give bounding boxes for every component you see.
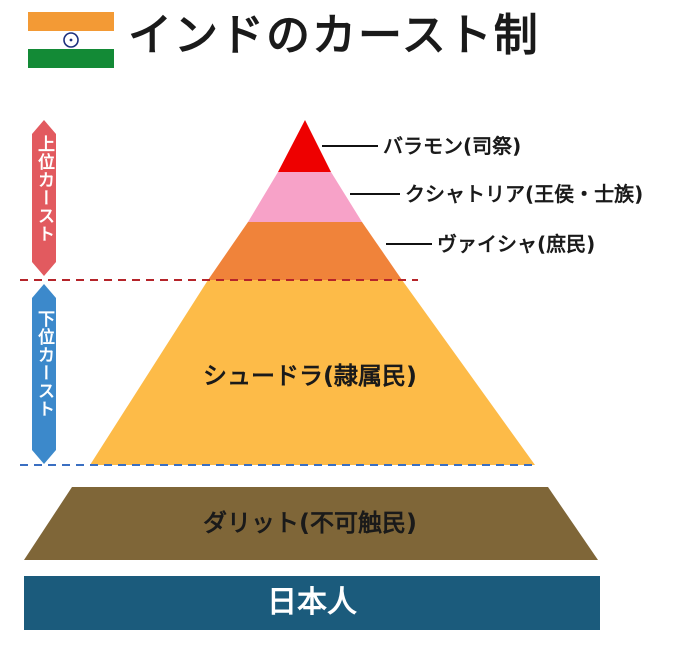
pyramid-tier-vaishya xyxy=(208,222,402,280)
japanese-bar: 日本人 xyxy=(24,576,600,630)
pyramid-tier-kshatriya xyxy=(248,172,362,222)
pyramid-tier-shudra xyxy=(90,280,535,465)
lower-caste-label: 下位カースト xyxy=(34,310,54,418)
level-label-kshatriya: クシャトリア(王侯・士族) xyxy=(405,182,644,206)
page-title: インドのカースト制 xyxy=(128,10,540,61)
pyramid-tier-dalit xyxy=(24,487,598,560)
lower-caste-arrow xyxy=(32,284,56,464)
level-label-brahmin: バラモン(司祭) xyxy=(383,134,522,158)
upper-caste-label: 上位カースト xyxy=(34,135,54,243)
level-label-shudra: シュードラ(隷属民) xyxy=(203,362,417,390)
japanese-label: 日本人 xyxy=(267,585,357,620)
pyramid-tier-brahmin xyxy=(278,120,331,172)
level-label-dalit: ダリット(不可触民) xyxy=(203,509,417,537)
india-flag-icon xyxy=(28,12,114,68)
level-label-vaishya: ヴァイシャ(庶民) xyxy=(437,232,596,256)
upper-caste-arrow xyxy=(32,120,56,276)
